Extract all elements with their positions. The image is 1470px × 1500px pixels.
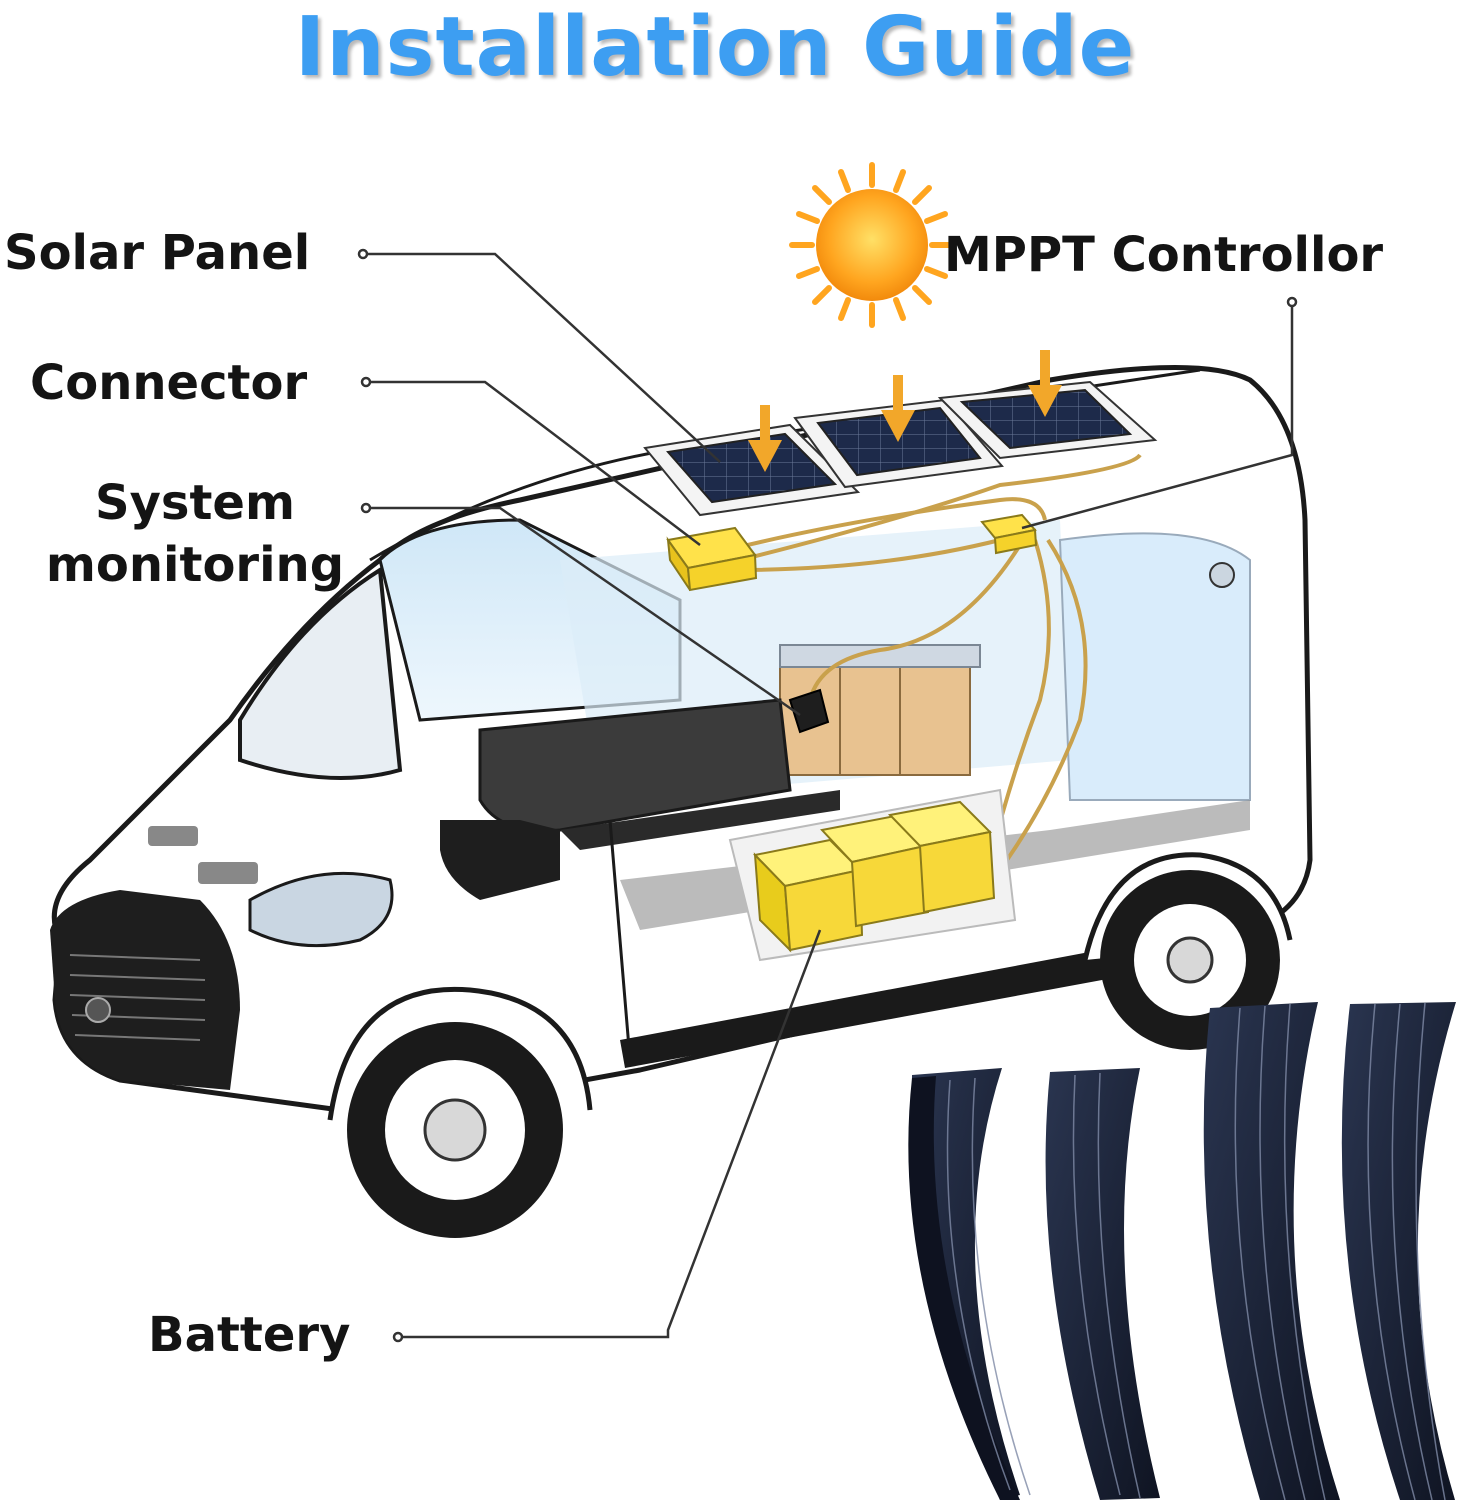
solar-panel-icon (908, 1068, 1020, 1500)
battery-icon (887, 800, 996, 914)
mppt-controller-label: MPPT Controllor (944, 227, 1384, 283)
connector-label: Connector (30, 355, 308, 411)
solar-panel-icon (1045, 1068, 1160, 1500)
battery-label: Battery (148, 1307, 351, 1363)
down-arrow-icon (748, 405, 782, 472)
down-arrow-icon (1028, 350, 1062, 417)
page-title: Installation Guide (294, 0, 1136, 95)
controller-box-icon (980, 513, 1038, 555)
monitor-icon (788, 688, 830, 734)
leader-lines (357, 248, 1298, 1343)
solar-panel-icon (1341, 1002, 1456, 1500)
connector-box-icon (666, 526, 758, 592)
system-monitoring-line2: monitoring (45, 537, 345, 593)
system-monitoring-label: System monitoring (30, 472, 360, 596)
sun-icon (789, 162, 955, 328)
system-monitoring-line1: System (95, 475, 295, 531)
sunlight-arrows (748, 350, 1062, 472)
rear-wheel (1100, 870, 1280, 1050)
down-arrow-icon (881, 375, 915, 442)
battery-bank (728, 788, 1017, 962)
flexible-panels (908, 1002, 1456, 1500)
front-wheel (347, 1022, 563, 1238)
solar-panel-icon (937, 380, 1158, 460)
van-illustration (50, 365, 1313, 1238)
solar-panel-icon (1203, 1002, 1340, 1500)
solar-panel-label: Solar Panel (4, 225, 311, 281)
wiring (734, 453, 1142, 872)
